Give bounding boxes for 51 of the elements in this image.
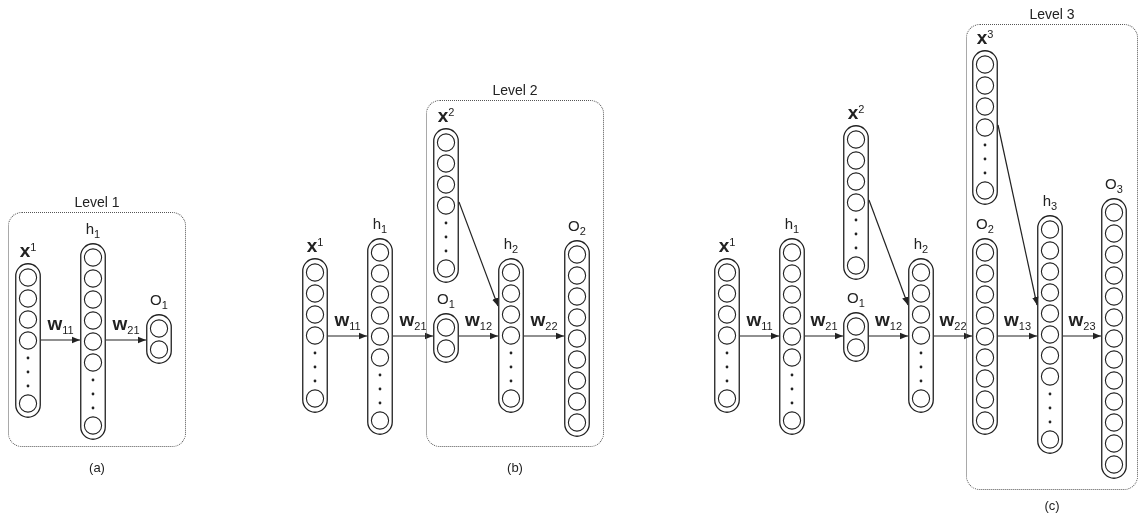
edge-label: w$_{11}$ [333,309,362,333]
arrow [458,201,499,307]
edge-label: w$_{22}$ [938,309,968,333]
arrow [868,332,909,340]
layer-label: O$_{1}$ [150,292,168,311]
edge-label: w$_{11}$ [745,309,774,333]
layer-label: x$^{3}$ [976,28,994,47]
layer-label: x$^{2}$ [437,106,455,125]
edge-label: w$_{21}$ [111,313,141,337]
layer-label: h$_{3}$ [1042,193,1058,212]
arrow [40,336,81,344]
layer-label: O$_{3}$ [1105,176,1123,195]
arrow [1062,332,1102,340]
layer-label: x$^{2}$ [847,103,865,122]
panel-caption: (c) [1044,498,1060,513]
arrow [327,332,368,340]
layer-label: h$_{1}$ [85,221,101,240]
arrow [868,199,909,306]
edge-label: w$_{21}$ [809,309,839,333]
edge-label: w$_{21}$ [398,309,428,333]
layer-label: x$^{1}$ [19,241,37,260]
layer-label: h$_{2}$ [503,236,519,255]
arrow [997,332,1038,340]
arrow [392,332,434,340]
layer-label: O$_{2}$ [568,218,586,237]
layer-label: h$_{2}$ [913,236,929,255]
level-title: Level 1 [74,195,120,209]
layer-label: h$_{1}$ [784,216,800,235]
arrow [933,332,973,340]
edge-label: w$_{11}$ [46,313,75,337]
layer-label: O$_{2}$ [976,216,994,235]
level-title: Level 2 [492,83,538,97]
panel-caption: (b) [507,460,523,475]
panel-caption: (a) [89,460,105,475]
edge-label: w$_{22}$ [529,309,559,333]
arrow [458,332,499,340]
edge-label: w$_{12}$ [464,309,493,333]
edge-label: w$_{13}$ [1003,309,1032,333]
layer-label: x$^{1}$ [306,236,324,255]
edge-label: w$_{12}$ [874,309,903,333]
layer-label: h$_{1}$ [372,216,388,235]
layer-label: O$_{1}$ [847,290,865,309]
layer-label: x$^{1}$ [718,236,736,255]
layer-label: O$_{1}$ [437,291,455,310]
arrow [105,336,147,344]
arrow [739,332,780,340]
arrow [523,332,565,340]
edge-label: w$_{23}$ [1067,309,1097,333]
arrow [997,124,1039,306]
arrow [804,332,844,340]
level-title: Level 3 [1029,7,1075,21]
